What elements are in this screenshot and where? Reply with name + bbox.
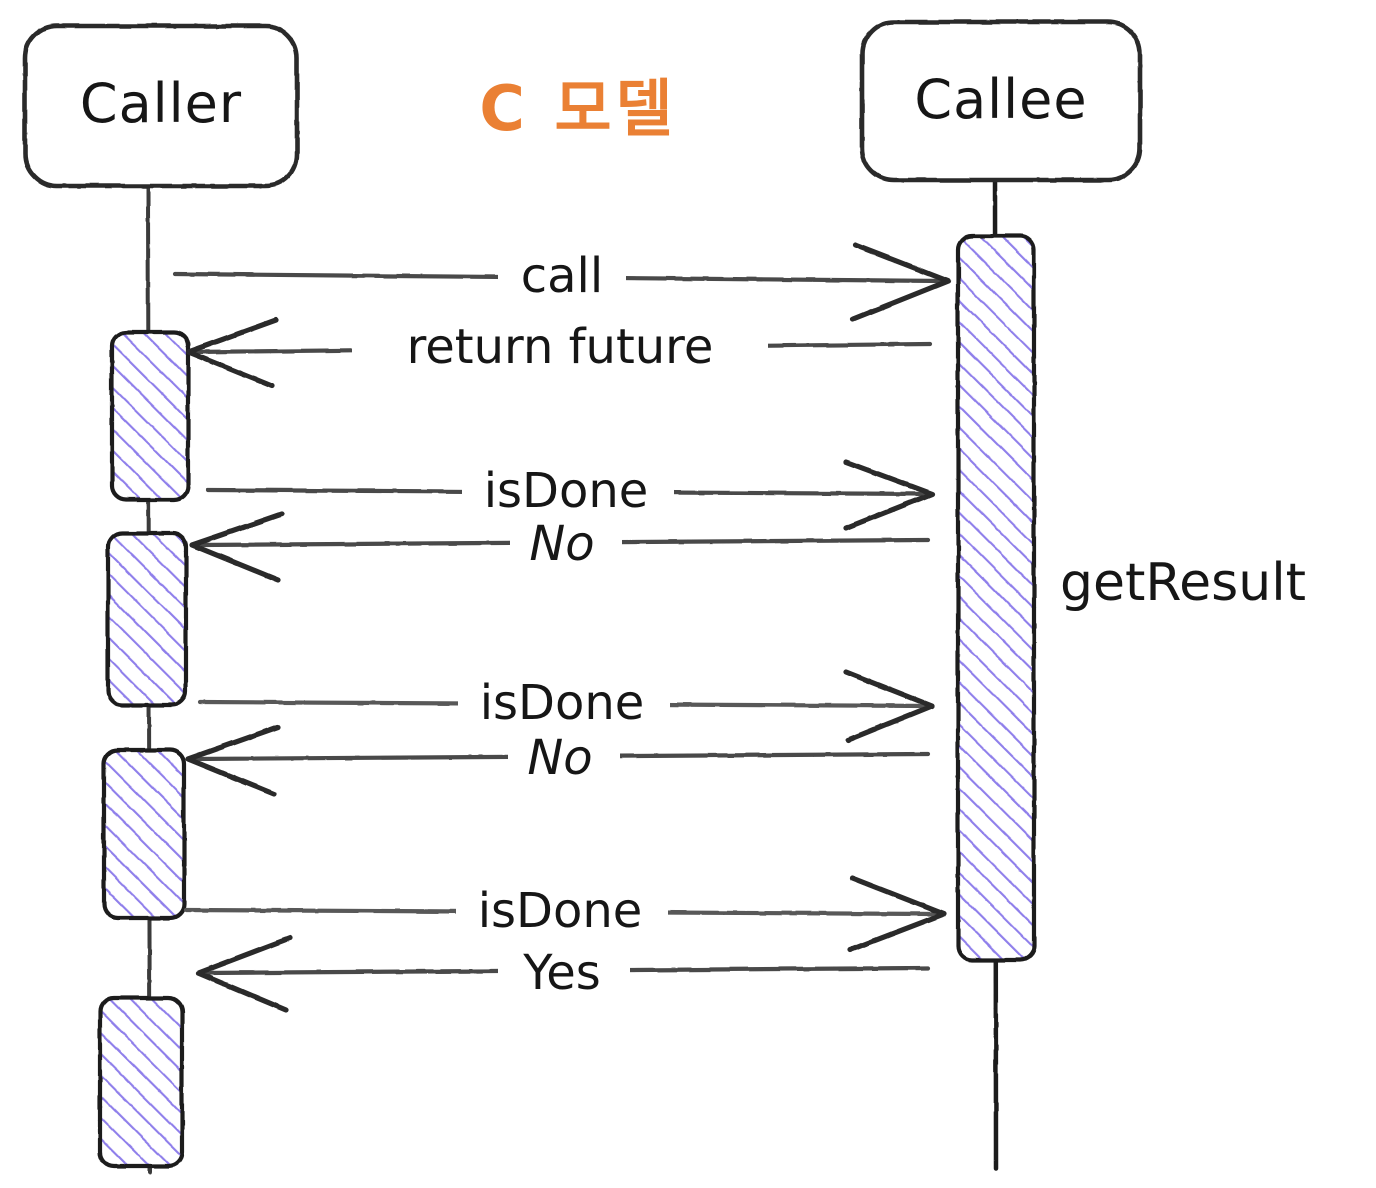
participant-boxes: Caller Callee xyxy=(22,19,1143,189)
annotation-label-getresult: getResult xyxy=(1060,553,1306,613)
participant-label-caller: Caller xyxy=(80,72,242,135)
activation-bar-caller-1 xyxy=(109,329,191,503)
message-label-no-1: No xyxy=(529,516,594,572)
message-label-no-2: No xyxy=(527,730,592,786)
message-label-bg-return-future xyxy=(352,322,768,374)
message-label-bg-no-1 xyxy=(510,518,622,568)
activation-bar-caller-2 xyxy=(105,530,189,708)
message-label-bg-isdone-1 xyxy=(462,470,674,518)
message-label-bg-no-2 xyxy=(508,732,620,782)
message-label-bg-yes xyxy=(498,946,630,998)
message-label-call: call xyxy=(521,248,603,304)
message-label-return-future: return future xyxy=(407,319,714,375)
participant-box-caller[interactable] xyxy=(22,23,300,189)
message-label-bg-isdone-3 xyxy=(456,890,668,938)
activation-bars xyxy=(97,233,1037,1169)
message-label-bg-call xyxy=(498,254,626,302)
diagram-title: C 모델 xyxy=(479,72,676,145)
message-label-bg-isdone-2 xyxy=(458,682,670,730)
message-label-isdone-3: isDone xyxy=(478,883,643,939)
messages: call return future isDone xyxy=(172,242,951,1013)
message-label-isdone-1: isDone xyxy=(484,463,649,519)
message-label-isdone-2: isDone xyxy=(480,675,645,731)
participant-label-callee: Callee xyxy=(914,68,1087,131)
message-label-yes: Yes xyxy=(522,945,600,1001)
activation-bar-caller-3 xyxy=(101,747,187,921)
participant-box-callee[interactable] xyxy=(859,19,1143,183)
activation-bar-callee xyxy=(955,233,1037,963)
activation-bar-caller-4 xyxy=(97,995,185,1169)
